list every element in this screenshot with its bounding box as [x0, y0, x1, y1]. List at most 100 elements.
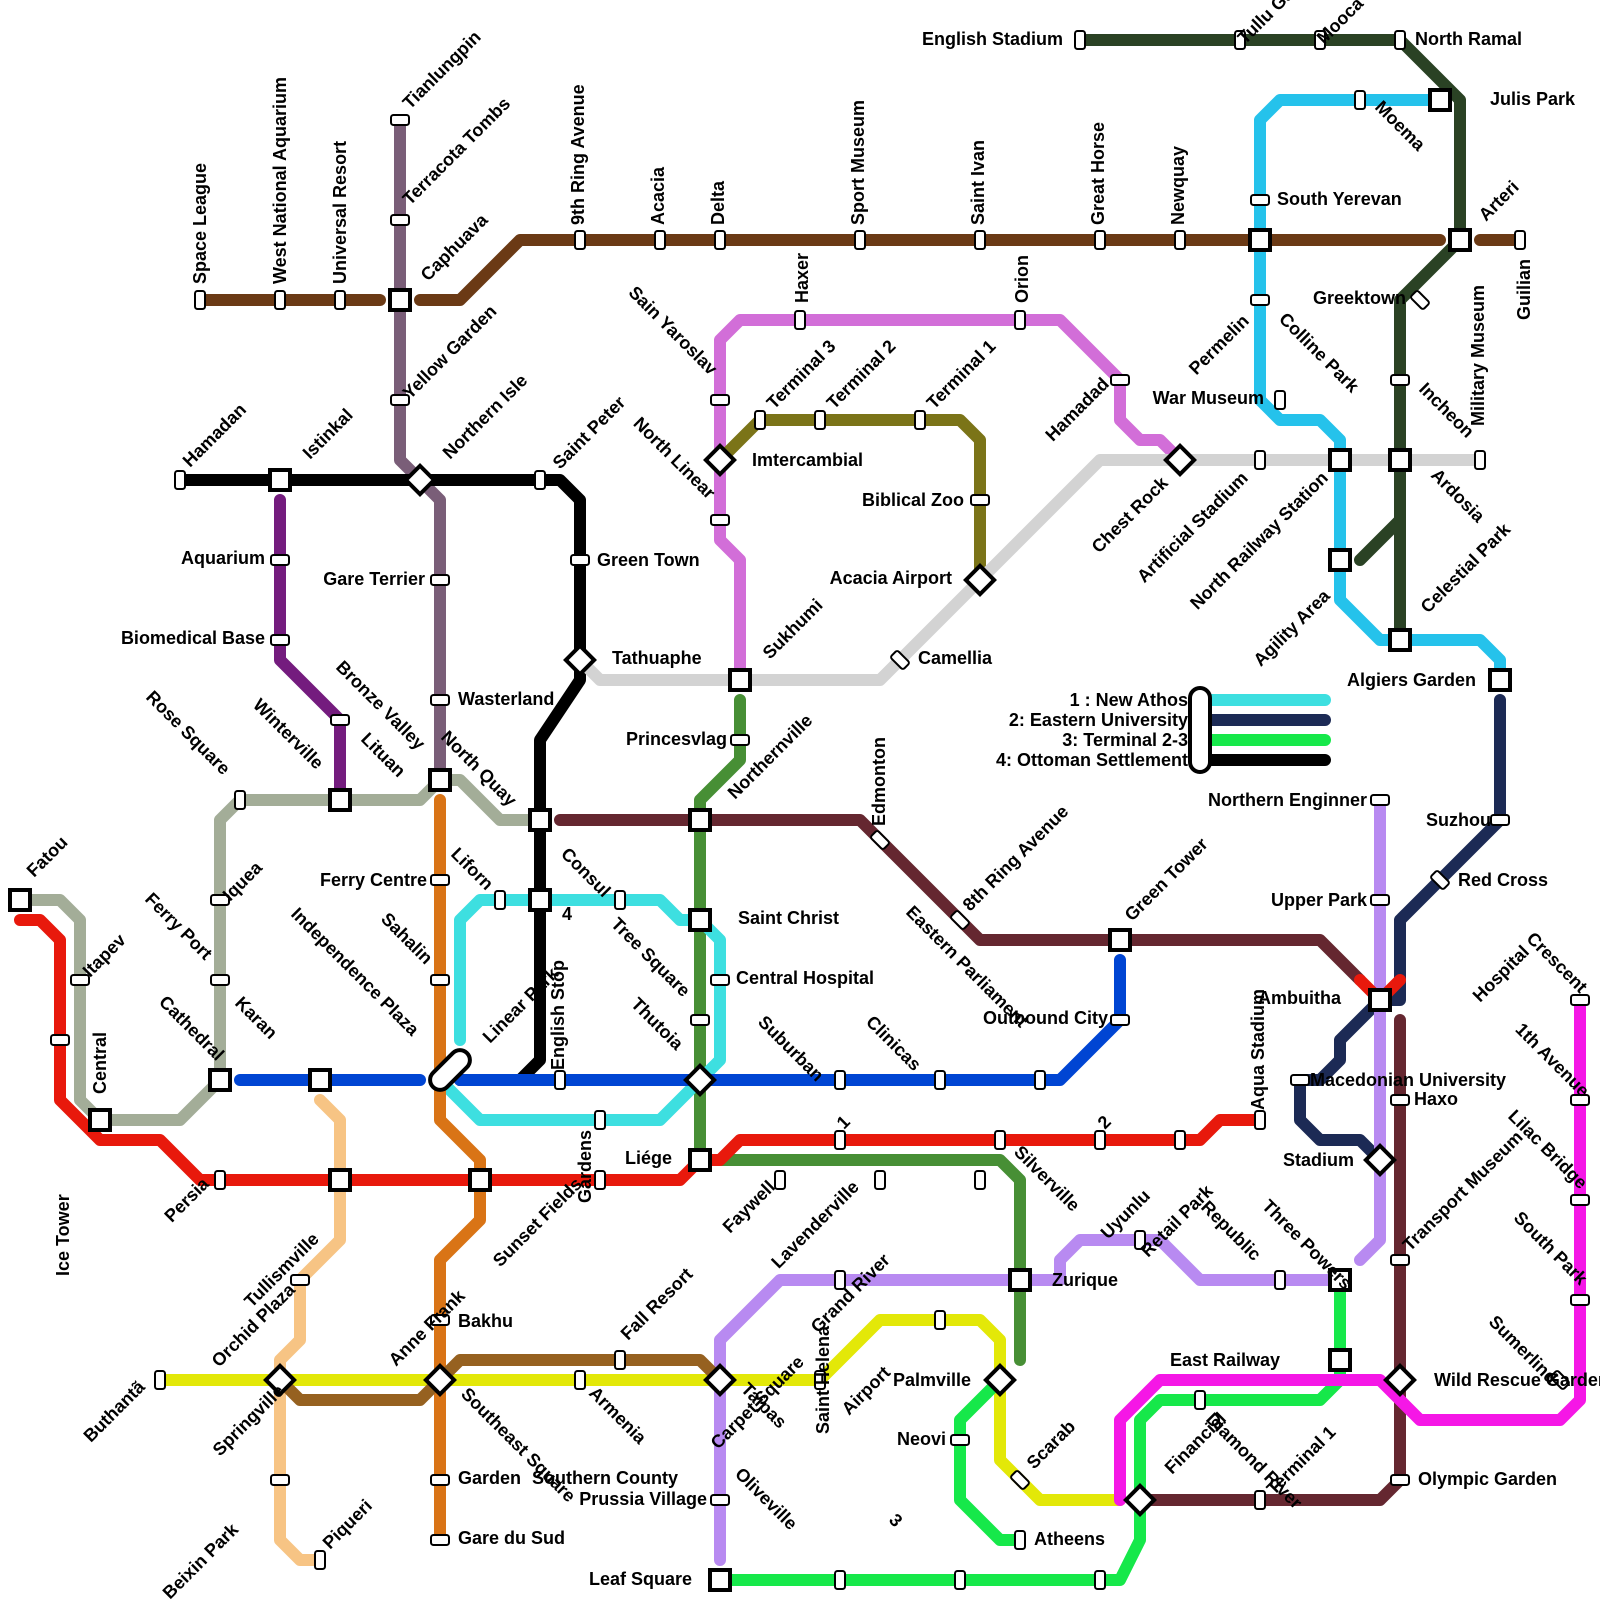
- station-label[interactable]: Haxo: [1414, 1089, 1458, 1109]
- station-marker[interactable]: [971, 495, 989, 505]
- station-marker[interactable]: [431, 575, 449, 585]
- station-marker[interactable]: [535, 471, 545, 489]
- station-marker[interactable]: [855, 231, 865, 249]
- station-label[interactable]: Greektown: [1313, 288, 1406, 308]
- station-marker[interactable]: [875, 1171, 885, 1189]
- station-marker[interactable]: [950, 910, 970, 930]
- station-label[interactable]: Financial: [1161, 1409, 1230, 1478]
- station-marker[interactable]: [291, 1275, 309, 1285]
- station-label[interactable]: South Yerevan: [1277, 189, 1402, 209]
- station-marker[interactable]: [215, 1171, 225, 1189]
- station-marker[interactable]: [935, 1311, 945, 1329]
- station-label[interactable]: Beixin Park: [159, 1519, 243, 1600]
- station-marker[interactable]: [711, 515, 729, 525]
- station-marker[interactable]: [211, 975, 229, 985]
- station-marker[interactable]: [1195, 1391, 1205, 1409]
- station-marker[interactable]: [711, 975, 729, 985]
- interchange-station-marker[interactable]: [210, 1070, 230, 1090]
- station-label[interactable]: Ambuitha: [1258, 988, 1342, 1008]
- station-marker[interactable]: [571, 555, 589, 565]
- station-label[interactable]: Republic: [1197, 1197, 1265, 1265]
- station-label[interactable]: Buthantã: [80, 1376, 150, 1446]
- station-label[interactable]: Wild Rescue Garden: [1434, 1370, 1600, 1390]
- station-label[interactable]: Aquarium: [181, 548, 265, 568]
- station-label[interactable]: 2: [1094, 1112, 1115, 1133]
- station-marker[interactable]: [271, 635, 289, 645]
- station-marker[interactable]: [615, 1351, 625, 1369]
- station-marker[interactable]: [1391, 375, 1409, 385]
- station-label[interactable]: Airport: [838, 1362, 895, 1419]
- station-marker[interactable]: [1111, 375, 1129, 385]
- station-label[interactable]: Gare du Sud: [458, 1528, 565, 1548]
- station-label[interactable]: Upper Park: [1271, 890, 1368, 910]
- station-label[interactable]: Suzhou: [1426, 810, 1491, 830]
- station-marker[interactable]: [1410, 290, 1430, 310]
- station-marker[interactable]: [915, 411, 925, 429]
- interchange-station-marker[interactable]: [1430, 90, 1450, 110]
- interchange-station-marker[interactable]: [690, 810, 710, 830]
- station-marker[interactable]: [431, 1535, 449, 1545]
- station-label[interactable]: Karan: [231, 993, 281, 1043]
- station-label[interactable]: Hamadan: [179, 399, 250, 470]
- station-marker[interactable]: [975, 1171, 985, 1189]
- station-label[interactable]: Northern Enginner: [1208, 790, 1367, 810]
- station-label[interactable]: Orion: [1012, 255, 1032, 303]
- station-marker[interactable]: [595, 1111, 605, 1129]
- station-label[interactable]: Bakhu: [458, 1311, 513, 1331]
- station-label[interactable]: Southern County: [532, 1468, 678, 1488]
- station-marker[interactable]: [275, 291, 285, 309]
- station-marker[interactable]: [1275, 391, 1285, 409]
- station-marker[interactable]: [195, 291, 205, 309]
- station-label[interactable]: West National Aquarium: [270, 77, 290, 284]
- station-label[interactable]: Crescent: [1523, 928, 1592, 997]
- station-label[interactable]: Atheens: [1034, 1529, 1105, 1549]
- station-marker[interactable]: [235, 791, 245, 809]
- station-label[interactable]: Delta: [708, 180, 728, 225]
- station-label[interactable]: Central Hospital: [736, 968, 874, 988]
- interchange-station-marker[interactable]: [430, 770, 450, 790]
- interchange-station-marker[interactable]: [330, 790, 350, 810]
- interchange-station-marker[interactable]: [1110, 930, 1130, 950]
- station-label[interactable]: Stadium: [1283, 1150, 1354, 1170]
- station-marker[interactable]: [431, 695, 449, 705]
- station-marker[interactable]: [1255, 451, 1265, 469]
- station-label[interactable]: Celestial Park: [1417, 518, 1515, 616]
- station-label[interactable]: Saint Helena: [813, 1325, 833, 1434]
- station-label[interactable]: English Stop: [548, 960, 568, 1070]
- station-marker[interactable]: [1491, 815, 1509, 825]
- interchange-station-marker[interactable]: [390, 290, 410, 310]
- station-marker[interactable]: [955, 1571, 965, 1589]
- station-label[interactable]: Tree Square: [607, 914, 694, 1001]
- station-marker[interactable]: [835, 1571, 845, 1589]
- station-marker[interactable]: [691, 1015, 709, 1025]
- station-label[interactable]: Ferry Port: [141, 889, 216, 964]
- station-label[interactable]: Leaf Square: [589, 1569, 692, 1589]
- station-label[interactable]: Ice Tower: [53, 1194, 73, 1276]
- station-label[interactable]: Consul: [557, 844, 614, 901]
- interchange-station-marker[interactable]: [470, 1170, 490, 1190]
- interchange-station-marker[interactable]: [690, 910, 710, 930]
- station-label[interactable]: Newquay: [1168, 146, 1188, 225]
- station-label[interactable]: 4: [562, 904, 572, 924]
- station-marker[interactable]: [1571, 995, 1589, 1005]
- station-label[interactable]: Scarab: [1023, 1416, 1080, 1473]
- station-marker[interactable]: [271, 1475, 289, 1485]
- station-label[interactable]: Biblical Zoo: [862, 490, 964, 510]
- station-marker[interactable]: [615, 891, 625, 909]
- station-label[interactable]: Prussia Village: [579, 1489, 707, 1509]
- station-label[interactable]: Sunset Fields: [489, 1174, 586, 1271]
- station-label[interactable]: Military Museum: [1468, 285, 1488, 426]
- station-label[interactable]: Macedonian University: [1310, 1070, 1506, 1090]
- station-label[interactable]: Piqueri: [319, 1496, 376, 1553]
- station-marker[interactable]: [711, 1495, 729, 1505]
- station-label[interactable]: Aqua Stadium: [1248, 989, 1268, 1110]
- station-label[interactable]: Chest Rock: [1088, 472, 1173, 557]
- interchange-station-marker[interactable]: [710, 1570, 730, 1590]
- interchange-station-marker[interactable]: [1450, 230, 1470, 250]
- station-marker[interactable]: [1015, 311, 1025, 329]
- station-label[interactable]: English Stadium: [922, 29, 1063, 49]
- station-label[interactable]: Julis Park: [1490, 89, 1576, 109]
- station-marker[interactable]: [1291, 1075, 1309, 1085]
- station-marker[interactable]: [391, 115, 409, 125]
- interchange-station-marker[interactable]: [530, 890, 550, 910]
